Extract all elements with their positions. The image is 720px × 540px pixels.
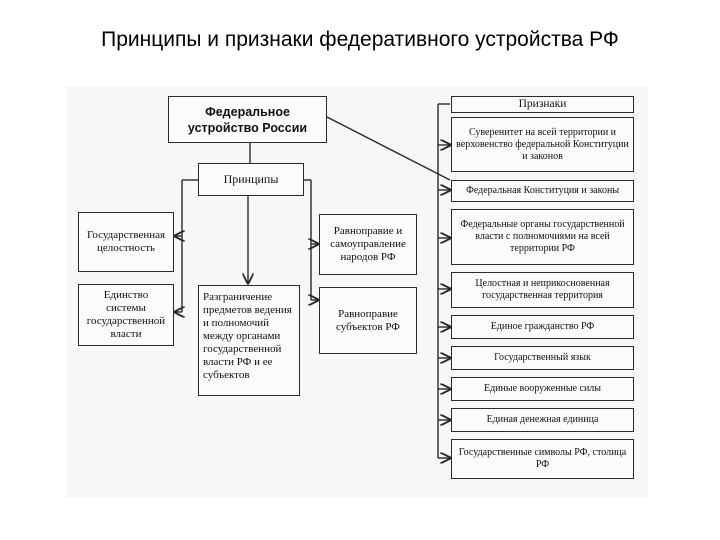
principle-peoples-equality: Равноправие и самоуправление народов РФ	[319, 214, 417, 275]
feature-federal-bodies: Федеральные органы государственной власт…	[451, 209, 634, 265]
feature-armed-forces: Единые вооруженные силы	[451, 377, 634, 401]
root-node: Федеральное устройство России	[168, 96, 327, 143]
root-to-features-line	[326, 116, 451, 181]
slide-title: Принципы и признаки федеративного устрой…	[101, 28, 619, 51]
principle-delimitation: Разграничение предметов ведения и полном…	[198, 285, 300, 396]
feature-territory: Целостная и неприкосновенная государстве…	[451, 272, 634, 308]
principle-state-integrity: Государственная целостность	[78, 212, 174, 272]
feature-language: Государственный язык	[451, 346, 634, 370]
feature-symbols-capital: Государственные символы РФ, столица РФ	[451, 439, 634, 479]
feature-currency: Единая денежная единица	[451, 408, 634, 432]
principle-subjects-equality: Равноправие субъектов РФ	[319, 287, 417, 354]
principles-header: Принципы	[198, 163, 304, 196]
feature-federal-constitution: Федеральная Конституция и законы	[451, 180, 634, 202]
features-header: Признаки	[451, 96, 634, 113]
feature-sovereignty: Суверенитет на всей территории и верхове…	[451, 117, 634, 172]
principle-state-power-unity: Единство системы государственной власти	[78, 284, 174, 346]
feature-citizenship: Единое гражданство РФ	[451, 315, 634, 339]
